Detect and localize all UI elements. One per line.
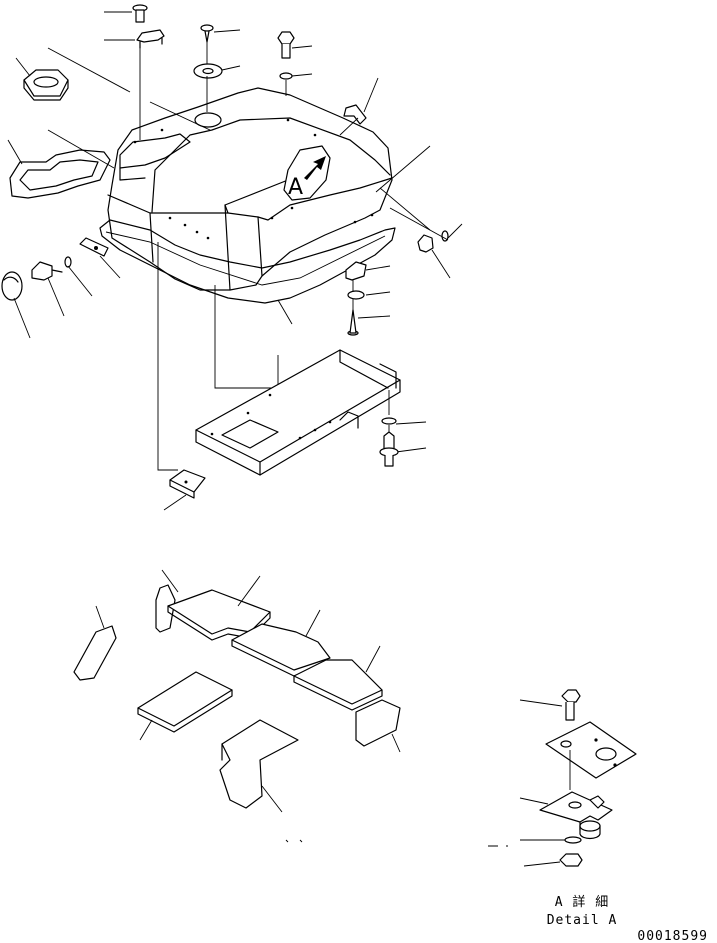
detail-bracket [539, 791, 613, 831]
washer-left [64, 256, 72, 268]
washer-small [279, 72, 293, 80]
insulation-pads [73, 569, 508, 847]
washer-tray [381, 417, 397, 425]
flange-bolt [277, 31, 295, 59]
detail-nut [559, 853, 583, 867]
hood-cover [107, 87, 393, 291]
bolt-top [132, 4, 148, 23]
rubber-block [345, 261, 367, 281]
hood-assembly: A [1, 4, 463, 511]
pad-flat [137, 671, 233, 727]
detail-marker-label: A [288, 175, 303, 200]
pad-bent [219, 719, 299, 809]
rubber-seal [9, 149, 111, 199]
nut-right [417, 234, 434, 253]
leader-lines-top [7, 11, 463, 453]
assembly-guide-lines [47, 42, 449, 471]
detail-rubber [579, 820, 601, 840]
detail-a-view: A 詳 細 Detail A [519, 689, 637, 928]
handle-right [343, 104, 367, 125]
tapping-screw [347, 309, 359, 336]
hex-nut-large [23, 69, 69, 101]
detail-washer [564, 836, 582, 844]
washer-right [441, 230, 449, 242]
bolt-left [31, 261, 63, 281]
detail-caption-en: Detail A [547, 913, 618, 928]
detail-bolt [561, 689, 581, 721]
pad-right-end [355, 699, 401, 747]
flange-bolt-tray [379, 431, 399, 467]
pad-section-2 [231, 623, 331, 671]
hinge-bracket [169, 469, 206, 499]
washer-mid [347, 290, 365, 300]
screw-top [200, 24, 214, 43]
pad-small-left [73, 625, 117, 681]
detail-caption-jp: A 詳 細 [555, 894, 609, 910]
detail-plate [545, 721, 637, 779]
handle-top [136, 29, 165, 43]
hood-seal [99, 219, 396, 304]
washer-disk [193, 63, 223, 79]
under-tray [195, 349, 401, 476]
rubber-cap [1, 271, 23, 301]
clip-bracket [79, 237, 109, 257]
pad-left-end [155, 584, 176, 633]
pad-section-3 [293, 659, 383, 705]
drawing-number: 00018599 [637, 929, 708, 943]
detail-a-callout: A [283, 145, 331, 201]
